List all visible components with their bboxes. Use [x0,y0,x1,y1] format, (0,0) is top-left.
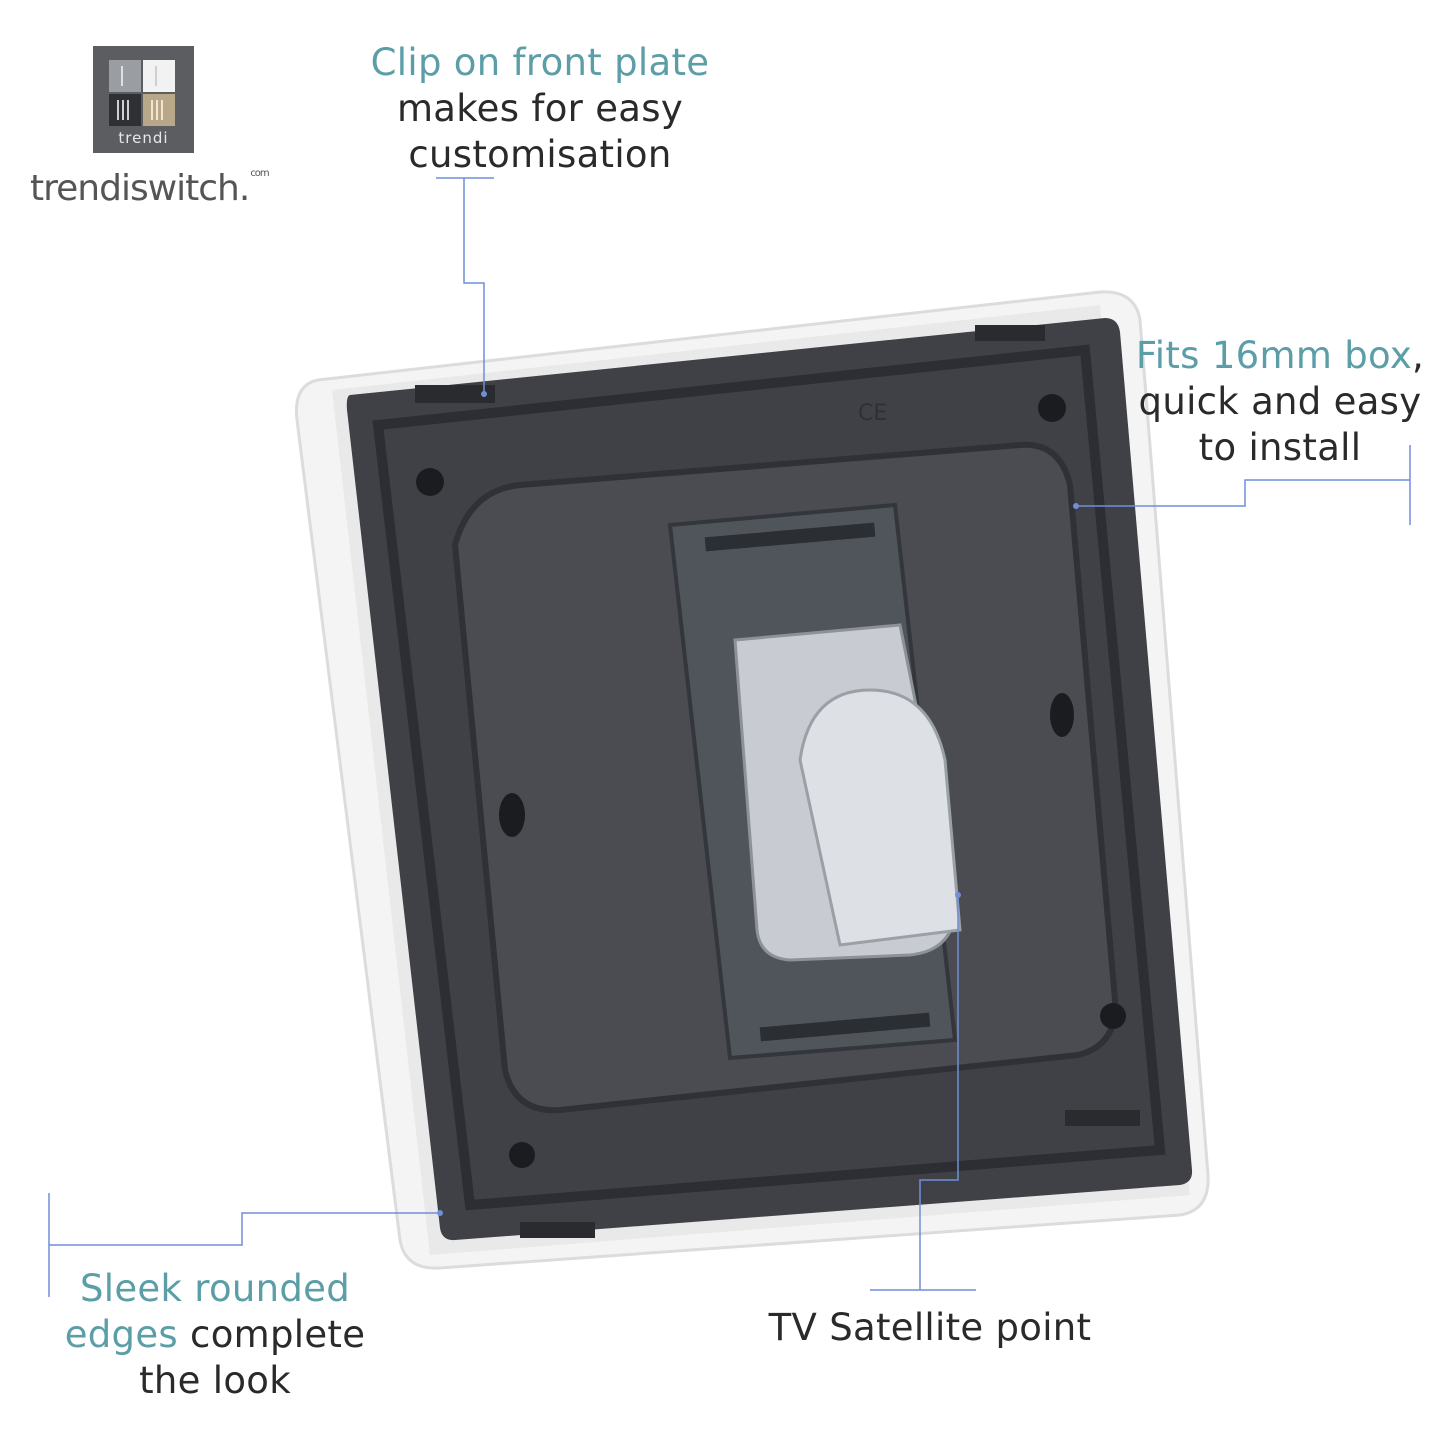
brand-wordmark-text: trendiswitch. [30,168,250,209]
callout-sleek-line3: the look [139,1359,291,1402]
slot-hole [499,793,525,837]
clip [1065,1110,1140,1126]
callout-sleek-accent2: edges [64,1313,178,1356]
leader-tv [919,895,959,1290]
screw-hole [416,468,444,496]
module-slot [704,522,876,552]
screw-hole [1100,1003,1126,1029]
callout-sleek-rest2: complete [177,1313,366,1356]
callout-tv-label: TV Satellite point [768,1306,1092,1349]
callout-clip: Clip on front plate makes for easy custo… [330,40,750,178]
slot-hole [1050,693,1074,737]
callout-clip-heading: Clip on front plate [370,41,710,84]
logo-text: trendi [118,129,169,147]
screw-hole [509,1142,535,1168]
callout-fits: Fits 16mm box, quick and easy to install [1120,333,1440,471]
brand-wordmark: trendiswitch.com [30,168,270,209]
connector-cap [798,688,962,947]
clip [975,325,1045,341]
screw-hole [1038,394,1066,422]
leader-clip [463,178,485,392]
leader-sleek [49,1212,440,1246]
module-slot [759,1012,931,1042]
brand-logo: trendi [93,46,194,153]
callout-fits-suffix: , [1412,334,1425,377]
callout-sleek: Sleek rounded edges complete the look [40,1266,390,1404]
callout-clip-line2: makes for easy [396,87,684,130]
callout-tv: TV Satellite point [740,1305,1120,1351]
callout-fits-heading: Fits 16mm box [1135,334,1413,377]
backbox-rim [372,344,1166,1211]
callout-fits-line3: to install [1198,426,1362,469]
callout-sleek-heading: Sleek rounded [79,1267,351,1310]
callout-fits-line2: quick and easy [1138,380,1422,423]
callout-clip-line3: customisation [408,133,672,176]
leader-lines [48,177,1411,1297]
clip [415,385,495,403]
logo-tiles-icon [109,60,175,126]
ce-mark: CE [858,401,887,426]
clip [520,1222,595,1238]
leader-dots [437,391,1079,1216]
leader-fits [1076,479,1410,507]
brand-wordmark-small: com [250,168,269,179]
